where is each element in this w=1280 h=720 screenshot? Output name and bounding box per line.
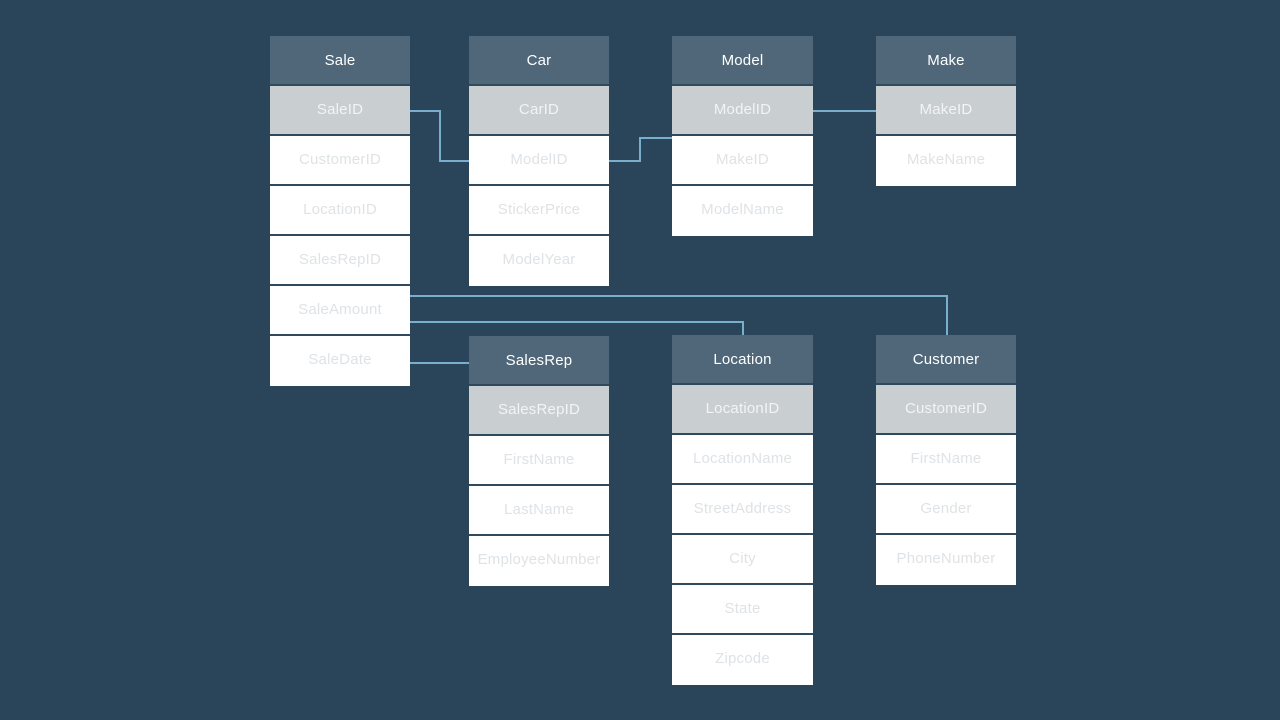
entity-title-make: Make <box>876 36 1016 86</box>
entity-field-location-zipcode[interactable]: Zipcode <box>672 635 813 685</box>
connector-rel-sale-car <box>410 110 469 162</box>
entity-title-location: Location <box>672 335 813 385</box>
entity-title-car: Car <box>469 36 609 86</box>
entity-field-salesrep-employeenumber[interactable]: EmployeeNumber <box>469 536 609 586</box>
entity-field-customer-gender[interactable]: Gender <box>876 485 1016 535</box>
entity-field-customer-customerid[interactable]: CustomerID <box>876 385 1016 435</box>
entity-field-model-makeid[interactable]: MakeID <box>672 136 813 186</box>
entity-field-car-stickerprice[interactable]: StickerPrice <box>469 186 609 236</box>
entity-title-model: Model <box>672 36 813 86</box>
entity-field-sale-salesrepid[interactable]: SalesRepID <box>270 236 410 286</box>
entity-field-location-streetaddress[interactable]: StreetAddress <box>672 485 813 535</box>
entity-title-customer: Customer <box>876 335 1016 385</box>
entity-field-location-locationid[interactable]: LocationID <box>672 385 813 435</box>
entity-title-sale: Sale <box>270 36 410 86</box>
entity-field-car-modelyear[interactable]: ModelYear <box>469 236 609 286</box>
entity-title-salesrep: SalesRep <box>469 336 609 386</box>
entity-field-car-modelid[interactable]: ModelID <box>469 136 609 186</box>
connector-rel-car-model <box>609 137 672 162</box>
entity-field-car-carid[interactable]: CarID <box>469 86 609 136</box>
entity-field-sale-customerid[interactable]: CustomerID <box>270 136 410 186</box>
connector-rel-sale-customer <box>410 295 948 335</box>
entity-field-salesrep-salesrepid[interactable]: SalesRepID <box>469 386 609 436</box>
entity-field-customer-firstname[interactable]: FirstName <box>876 435 1016 485</box>
entity-field-salesrep-lastname[interactable]: LastName <box>469 486 609 536</box>
entity-field-model-modelname[interactable]: ModelName <box>672 186 813 236</box>
entity-field-sale-saleid[interactable]: SaleID <box>270 86 410 136</box>
entity-field-sale-locationid[interactable]: LocationID <box>270 186 410 236</box>
entity-field-location-city[interactable]: City <box>672 535 813 585</box>
entity-field-location-state[interactable]: State <box>672 585 813 635</box>
entity-field-salesrep-firstname[interactable]: FirstName <box>469 436 609 486</box>
entity-field-sale-saleamount[interactable]: SaleAmount <box>270 286 410 336</box>
entity-field-sale-saledate[interactable]: SaleDate <box>270 336 410 386</box>
entity-field-make-makeid[interactable]: MakeID <box>876 86 1016 136</box>
entity-field-location-locationname[interactable]: LocationName <box>672 435 813 485</box>
entity-field-model-modelid[interactable]: ModelID <box>672 86 813 136</box>
entity-field-make-makename[interactable]: MakeName <box>876 136 1016 186</box>
entity-field-customer-phonenumber[interactable]: PhoneNumber <box>876 535 1016 585</box>
connector-rel-sale-location <box>410 321 744 335</box>
